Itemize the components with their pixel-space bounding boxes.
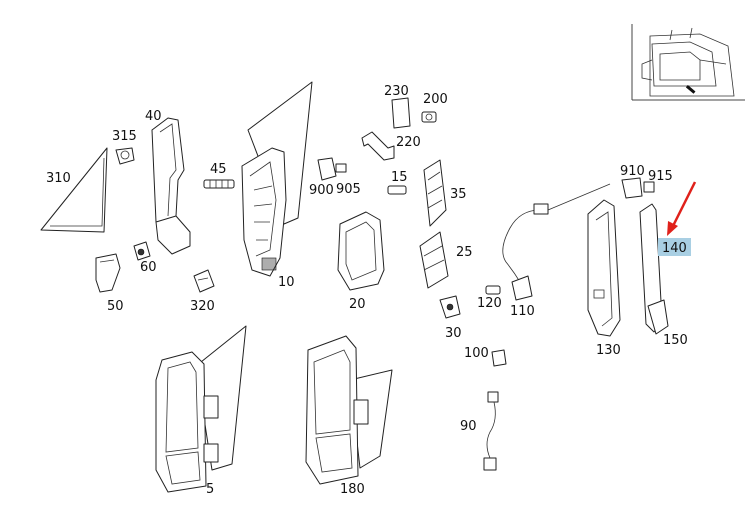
label-30[interactable]: 30 [445,326,462,341]
part-200-screw[interactable] [421,111,437,123]
label-50[interactable]: 50 [107,299,124,314]
highlight-box-140 [658,238,691,256]
part-130-glass-carrier[interactable] [587,199,621,337]
part-50-cover[interactable] [95,253,121,293]
label-150[interactable]: 150 [663,333,688,348]
label-220[interactable]: 220 [396,135,421,150]
part-220-bracket[interactable] [361,131,395,161]
label-130[interactable]: 130 [596,343,621,358]
part-150-mirror-glass-lower[interactable] [647,299,669,335]
part-35-motor[interactable] [423,159,447,227]
part-230-clip[interactable] [391,97,411,129]
part-900-905-connector[interactable] [317,157,347,181]
label-40[interactable]: 40 [145,109,162,124]
part-60-clip[interactable] [133,241,151,261]
part-120-screw[interactable] [485,285,501,295]
label-200[interactable]: 200 [423,92,448,107]
label-140[interactable]: 140 [662,241,687,256]
vehicle-locator-thumbnail[interactable] [631,24,745,101]
part-320-bracket[interactable] [193,269,215,293]
part-30-bracket[interactable] [439,295,461,319]
label-900[interactable]: 900 [309,183,334,198]
part-100-connector[interactable] [491,349,507,367]
label-45[interactable]: 45 [210,162,227,177]
label-5[interactable]: 5 [206,482,214,497]
label-90[interactable]: 90 [460,419,477,434]
part-20-housing[interactable] [337,211,385,291]
part-315-clip[interactable] [115,147,135,165]
label-110[interactable]: 110 [510,304,535,319]
part-180-mirror-assembly[interactable] [305,335,393,485]
label-25[interactable]: 25 [456,245,473,260]
label-315[interactable]: 315 [112,129,137,144]
label-230[interactable]: 230 [384,84,409,99]
part-25-motor[interactable] [419,231,449,289]
label-910[interactable]: 910 [620,164,645,179]
label-60[interactable]: 60 [140,260,157,275]
part-10-mirror-base[interactable] [241,81,313,277]
label-15[interactable]: 15 [391,170,408,185]
part-90-cable[interactable] [483,391,499,471]
label-320[interactable]: 320 [190,299,215,314]
part-40-trim[interactable] [151,117,191,255]
part-5-mirror-assembly[interactable] [155,325,247,493]
label-310[interactable]: 310 [46,171,71,186]
part-45-screw[interactable] [203,179,235,189]
label-10[interactable]: 10 [278,275,295,290]
part-15-screw[interactable] [387,185,407,195]
label-180[interactable]: 180 [340,482,365,497]
label-100[interactable]: 100 [464,346,489,361]
part-910-915-connector[interactable] [621,177,655,199]
label-905[interactable]: 905 [336,182,361,197]
label-35[interactable]: 35 [450,187,467,202]
label-120[interactable]: 120 [477,296,502,311]
part-110-wiring[interactable] [502,183,611,301]
label-20[interactable]: 20 [349,297,366,312]
part-310-triangle-cover[interactable] [40,147,108,233]
label-915[interactable]: 915 [648,169,673,184]
red-arrow-icon [667,181,697,236]
